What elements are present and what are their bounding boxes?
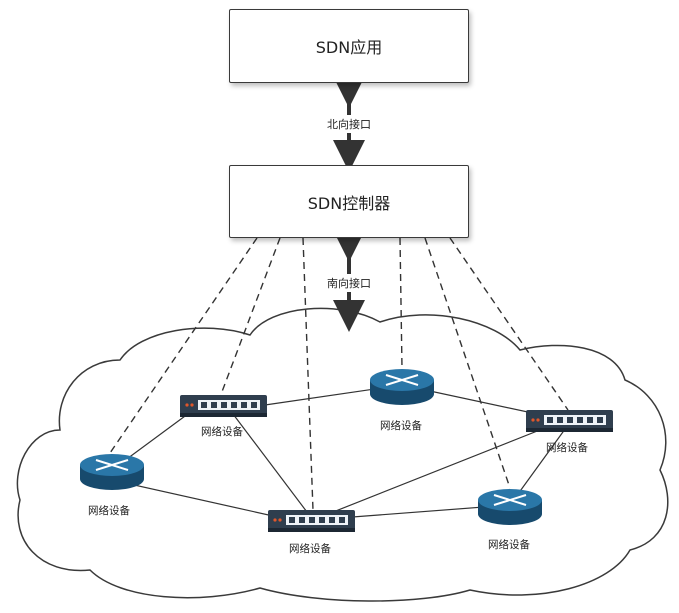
sdn-controller-box: SDN控制器 [229, 165, 469, 238]
device-label-router-a: 网络设备 [380, 420, 422, 432]
sdn-application-label: SDN应用 [315, 38, 383, 57]
switch-icon [526, 410, 613, 432]
device-label-router-c: 网络设备 [488, 539, 530, 551]
switch-icon [180, 395, 267, 417]
north-interface-label: 北向接口 [325, 115, 373, 133]
control-links [109, 237, 569, 511]
sdn-controller-label: SDN控制器 [307, 193, 391, 213]
device-label-switch-b: 网络设备 [546, 442, 588, 454]
device-label-switch-c: 网络设备 [289, 543, 331, 555]
device-label-router-b: 网络设备 [88, 505, 130, 517]
south-interface-label: 南向接口 [325, 274, 373, 292]
router-icon [80, 454, 144, 490]
switch-icon [268, 510, 355, 532]
sdn-application-box: SDN应用 [229, 9, 469, 83]
router-icon [478, 489, 542, 525]
network-cloud [16, 307, 669, 602]
device-label-switch-a: 网络设备 [201, 426, 243, 438]
router-icon [370, 369, 434, 405]
